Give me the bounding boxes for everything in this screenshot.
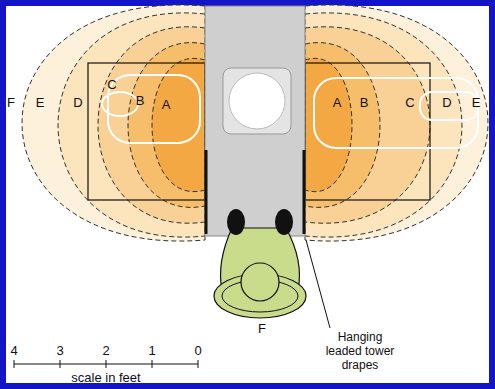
- detector-plate: [223, 68, 291, 134]
- zone-letter: C: [107, 77, 116, 92]
- scatter-zone: [305, 27, 430, 223]
- scale-number: 1: [148, 343, 155, 358]
- zone-letter: A: [333, 95, 342, 110]
- tower-housing: [205, 6, 305, 236]
- scatter-zone: [22, 5, 205, 241]
- scale-caption: scale in feet: [71, 370, 140, 385]
- zone-letter: B: [360, 95, 369, 110]
- scatter-zone: [305, 5, 488, 241]
- scatter-zone: [128, 43, 205, 208]
- leader-line: [306, 240, 330, 328]
- operator-figure: [214, 209, 306, 318]
- scatter-zone: [152, 58, 205, 191]
- scale-number: 0: [194, 343, 201, 358]
- zone-letter: E: [36, 95, 45, 110]
- scatter-zones: [22, 5, 488, 241]
- scatter-zone: [305, 43, 380, 208]
- callout-label: Hanging leaded tower drapes: [318, 330, 402, 372]
- zone-letter: A: [162, 97, 171, 112]
- zone-letter: E: [472, 95, 481, 110]
- scale-number: 4: [10, 343, 17, 358]
- image-intensifier: [229, 73, 285, 129]
- zone-letter: C: [405, 95, 414, 110]
- zone-letter: D: [73, 95, 82, 110]
- scatter-zone: [305, 13, 462, 237]
- zone-letter: F: [258, 321, 266, 336]
- leaded-drapes: [206, 150, 304, 234]
- scale-number: 2: [102, 343, 109, 358]
- zone-letter: F: [7, 95, 15, 110]
- scatter-zone: [58, 13, 205, 237]
- scatter-zone: [98, 27, 205, 223]
- scale-bar: [14, 360, 198, 368]
- zone-letter: D: [442, 95, 451, 110]
- scale-number: 3: [56, 343, 63, 358]
- zone-letter: B: [136, 93, 145, 108]
